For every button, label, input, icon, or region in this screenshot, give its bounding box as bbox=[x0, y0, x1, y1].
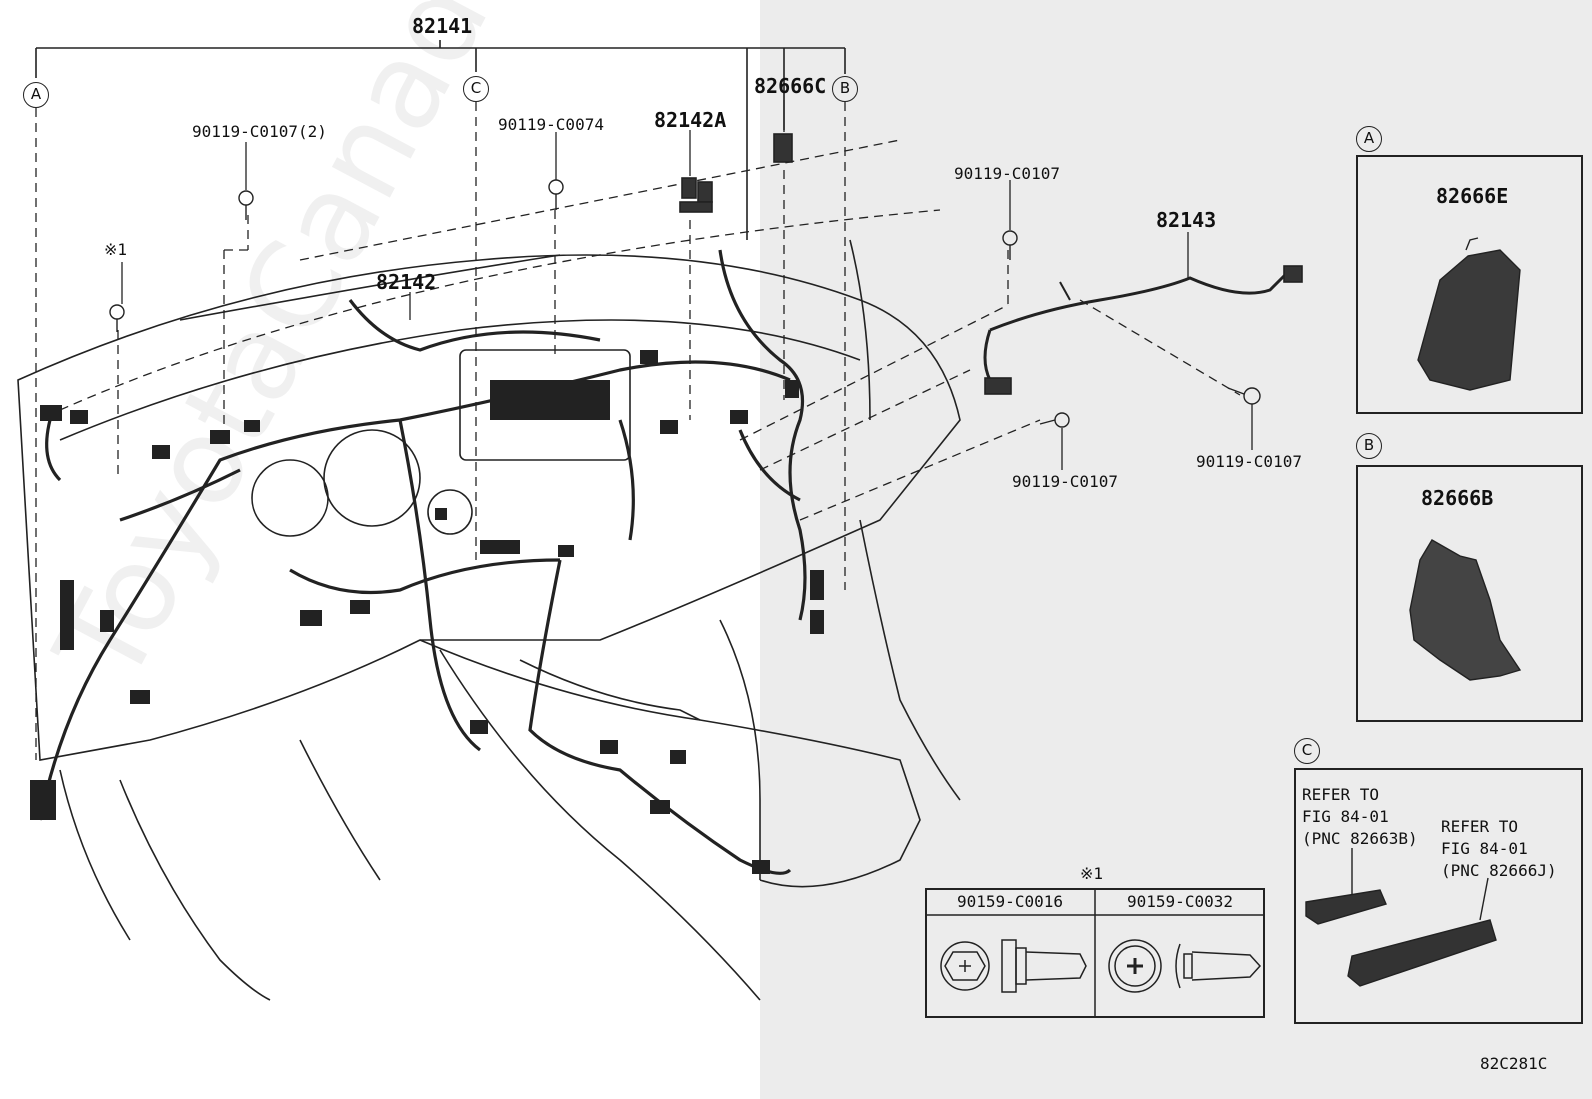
part-label-90119-c0107-mid: 90119-C0107 bbox=[1012, 472, 1118, 491]
part-label-90119-c0074: 90119-C0074 bbox=[498, 115, 604, 134]
figure-code: 82C281C bbox=[1480, 1054, 1548, 1073]
part-label-82666c: 82666C bbox=[754, 74, 827, 98]
inset-b-box bbox=[1356, 465, 1583, 722]
part-label-90119-c0107-top: 90119-C0107 bbox=[954, 164, 1060, 183]
inset-a-part-label: 82666E bbox=[1436, 184, 1509, 208]
right-background-panel bbox=[760, 0, 1592, 1099]
note-mark: ※1 bbox=[104, 240, 128, 259]
part-label-90119-c0107-2: 90119-C0107(2) bbox=[192, 122, 327, 141]
ref-marker-c: C bbox=[463, 76, 489, 102]
ref-marker-a: A bbox=[23, 82, 49, 108]
part-label-90119-c0107-right: 90119-C0107 bbox=[1196, 452, 1302, 471]
inset-b-part-label: 82666B bbox=[1421, 486, 1494, 510]
bolt-table-box bbox=[925, 888, 1265, 1018]
bolt-table-note-mark: ※1 bbox=[1080, 864, 1104, 883]
ref-marker-b: B bbox=[832, 76, 858, 102]
part-label-82142a: 82142A bbox=[654, 108, 727, 132]
inset-c-note-82663b: REFER TO FIG 84-01 (PNC 82663B) bbox=[1302, 785, 1418, 848]
part-label-82141: 82141 bbox=[412, 14, 473, 38]
inset-c-ref: C bbox=[1294, 738, 1320, 764]
inset-a-ref: A bbox=[1356, 126, 1382, 152]
bolt-table-header-1: 90159-C0016 bbox=[957, 892, 1063, 911]
part-label-82143: 82143 bbox=[1156, 208, 1217, 232]
bolt-table-header-2: 90159-C0032 bbox=[1127, 892, 1233, 911]
inset-b-ref: B bbox=[1356, 433, 1382, 459]
inset-c-note-82666j: REFER TO FIG 84-01 (PNC 82666J) bbox=[1441, 817, 1557, 880]
inset-a-box bbox=[1356, 155, 1583, 414]
part-label-82142: 82142 bbox=[376, 270, 437, 294]
inset-c-box bbox=[1294, 768, 1583, 1024]
